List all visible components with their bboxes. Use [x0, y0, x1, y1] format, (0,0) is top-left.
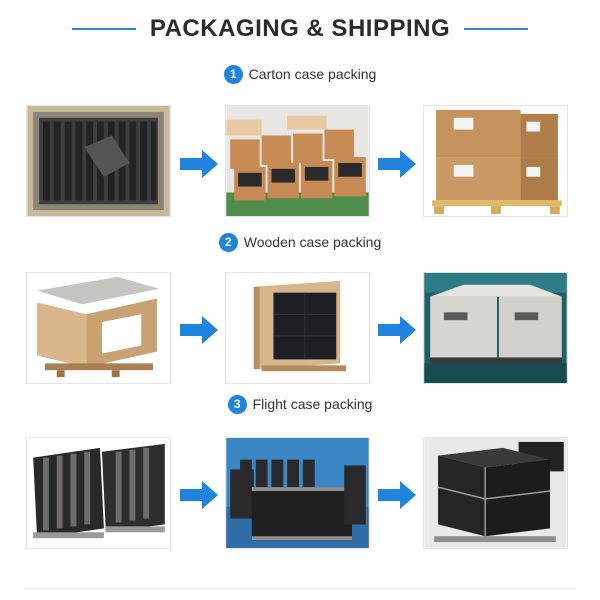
step-wooden: 2 Wooden case packing [0, 230, 600, 254]
step-carton: 1 Carton case packing [0, 62, 600, 86]
arrow-right-icon [180, 481, 218, 509]
arrow-right-icon [180, 150, 218, 178]
photo-open-wooden-crate [26, 272, 171, 384]
step-number-badge: 3 [227, 394, 247, 414]
photo-carton-with-panels [26, 105, 171, 217]
page-header: PACKAGING & SHIPPING [0, 10, 600, 48]
photo-open-cartons [225, 105, 370, 217]
photo-loaded-flight-case [225, 437, 370, 549]
step-label: Carton case packing [248, 66, 377, 82]
arrow-right-icon [378, 150, 416, 178]
step-number-badge: 1 [223, 64, 243, 84]
photo-crates-in-warehouse [423, 272, 568, 384]
title-rule-right [464, 28, 529, 30]
photo-cartons-on-pallet [423, 105, 568, 217]
step-label: Flight case packing [252, 396, 373, 412]
photo-open-flight-cases [26, 437, 171, 549]
step-flight: 3 Flight case packing [0, 392, 600, 416]
title-rule-left [71, 28, 136, 30]
arrow-right-icon [378, 316, 416, 344]
page-title: PACKAGING & SHIPPING [149, 15, 451, 42]
arrow-right-icon [180, 316, 218, 344]
step-number-badge: 2 [218, 232, 238, 252]
step-label: Wooden case packing [243, 234, 382, 250]
photo-stacked-flight-cases [423, 437, 568, 549]
arrow-right-icon [378, 481, 416, 509]
photo-display-in-crate [225, 272, 370, 384]
bottom-divider [25, 588, 575, 589]
